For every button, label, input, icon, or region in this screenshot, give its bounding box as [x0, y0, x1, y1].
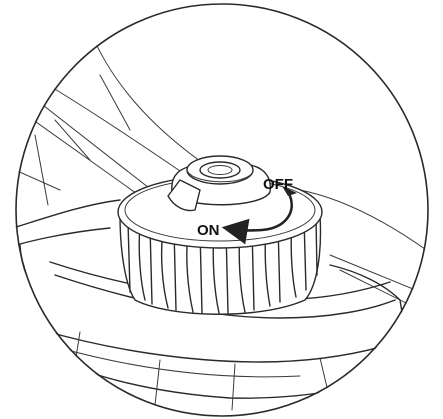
on-label: ON — [197, 222, 220, 239]
curved-arrow-icon — [221, 194, 293, 245]
off-label: OFF — [263, 176, 293, 193]
zoom-circle-border — [15, 3, 429, 417]
zoom-circle-content — [15, 29, 429, 411]
